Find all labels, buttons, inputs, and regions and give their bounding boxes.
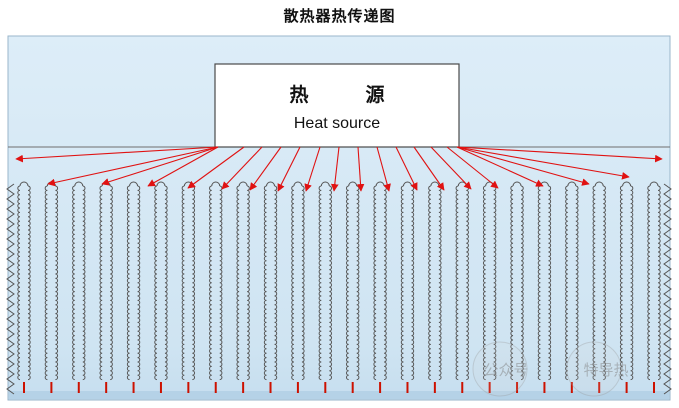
heat-flow-arrow (456, 146, 663, 163)
heat-flow-arrow (304, 146, 321, 192)
heat-flow-arrow (277, 146, 301, 192)
fin (647, 181, 661, 381)
heat-source-label-cn: 热 源 (289, 83, 384, 106)
heat-source-label-en: Heat source (294, 115, 380, 132)
heat-flow-arrow (101, 146, 219, 186)
heat-flow-arrow (147, 146, 219, 187)
heat-flow-arrow (430, 146, 472, 190)
watermark-circle-left (472, 341, 528, 397)
heat-flow-arrow (187, 146, 245, 189)
page-title: 散热器热传递图 (283, 8, 396, 25)
right-serrated-edge (663, 183, 672, 395)
heat-source-box (214, 63, 460, 148)
watermark: 公众号 特导热 (472, 341, 629, 397)
heat-flow-arrow (395, 146, 418, 191)
heat-flow-arrow (249, 146, 282, 191)
heat-flow-arrow (456, 146, 544, 187)
heat-flow-arrows-group (15, 146, 663, 192)
heat-flow-arrow (221, 146, 263, 190)
fin (263, 181, 278, 381)
watermark-text-right: 特导热 (583, 362, 628, 379)
left-serrated-edge (6, 183, 15, 395)
serrated-edges-group (6, 183, 672, 395)
fin (619, 181, 634, 381)
heat-flow-arrow (15, 146, 219, 163)
heat-flow-arrow (376, 146, 391, 192)
heat-flow-arrow (356, 146, 365, 192)
panel-bottom-band (9, 391, 669, 399)
heat-flow-arrow (330, 146, 340, 192)
watermark-text-left: 公众号 (483, 362, 528, 379)
watermark-circle-right (566, 341, 622, 397)
heat-flow-arrow (413, 146, 445, 191)
heat-flow-arrow (47, 146, 219, 187)
heat-flow-arrow (456, 146, 590, 186)
fin (154, 181, 168, 381)
heat-flow-arrow (456, 146, 630, 180)
fin (346, 181, 360, 381)
fin (17, 181, 31, 381)
heat-flow-arrow (446, 146, 499, 189)
